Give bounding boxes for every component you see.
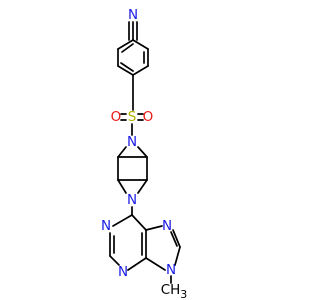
purine-6ring-4: [127, 257, 147, 271]
benzene-bond-4: [117, 65, 134, 76]
benzene-bond-1: [132, 39, 149, 50]
nitrile-nitrogen-atom: N: [128, 7, 138, 23]
pyrrolidine-nitrogen-top-atom: N: [127, 134, 137, 150]
purine-n3-atom: N: [118, 264, 128, 280]
bicycle-bond-7: [117, 179, 127, 194]
sulfonyl-oxygen-right-atom: O: [143, 109, 154, 125]
atom-label-layer: N S O O N N N N N N CH3: [101, 7, 187, 300]
purine-5ring-3: [174, 246, 181, 266]
purine-5ring-4: [145, 257, 166, 271]
bicycle-bond-2: [137, 146, 148, 158]
benzene-bond-3: [132, 65, 149, 76]
methyl-group-label: CH3: [161, 282, 188, 300]
purine-6ring-6: [131, 214, 147, 231]
bond-layer: [109, 21, 181, 284]
benzene-inner-2: [120, 62, 134, 72]
purine-6ring-1: [112, 214, 133, 227]
purine-5ring-2: [172, 229, 181, 248]
purine-6ring-3: [109, 255, 120, 266]
chemical-structure: N S O O N N N N N N CH3: [101, 7, 187, 300]
purine-5ring-1: [145, 225, 163, 231]
purine-n1-atom: N: [101, 218, 111, 234]
purine-n7-atom: N: [162, 218, 172, 234]
purine-5ring-inner: [170, 231, 178, 247]
benzene-bond-6: [117, 39, 134, 50]
sulfonyl-oxygen-left-atom: O: [111, 109, 122, 125]
purine-n9-atom: N: [166, 262, 176, 278]
pyrrolidine-nitrogen-bottom-atom: N: [127, 192, 137, 208]
benzene-inner-3: [121, 43, 134, 53]
bicycle-bond-8: [137, 179, 148, 194]
bicycle-bond-1: [117, 146, 127, 158]
sulfonyl-sulfur-atom: S: [128, 109, 137, 125]
